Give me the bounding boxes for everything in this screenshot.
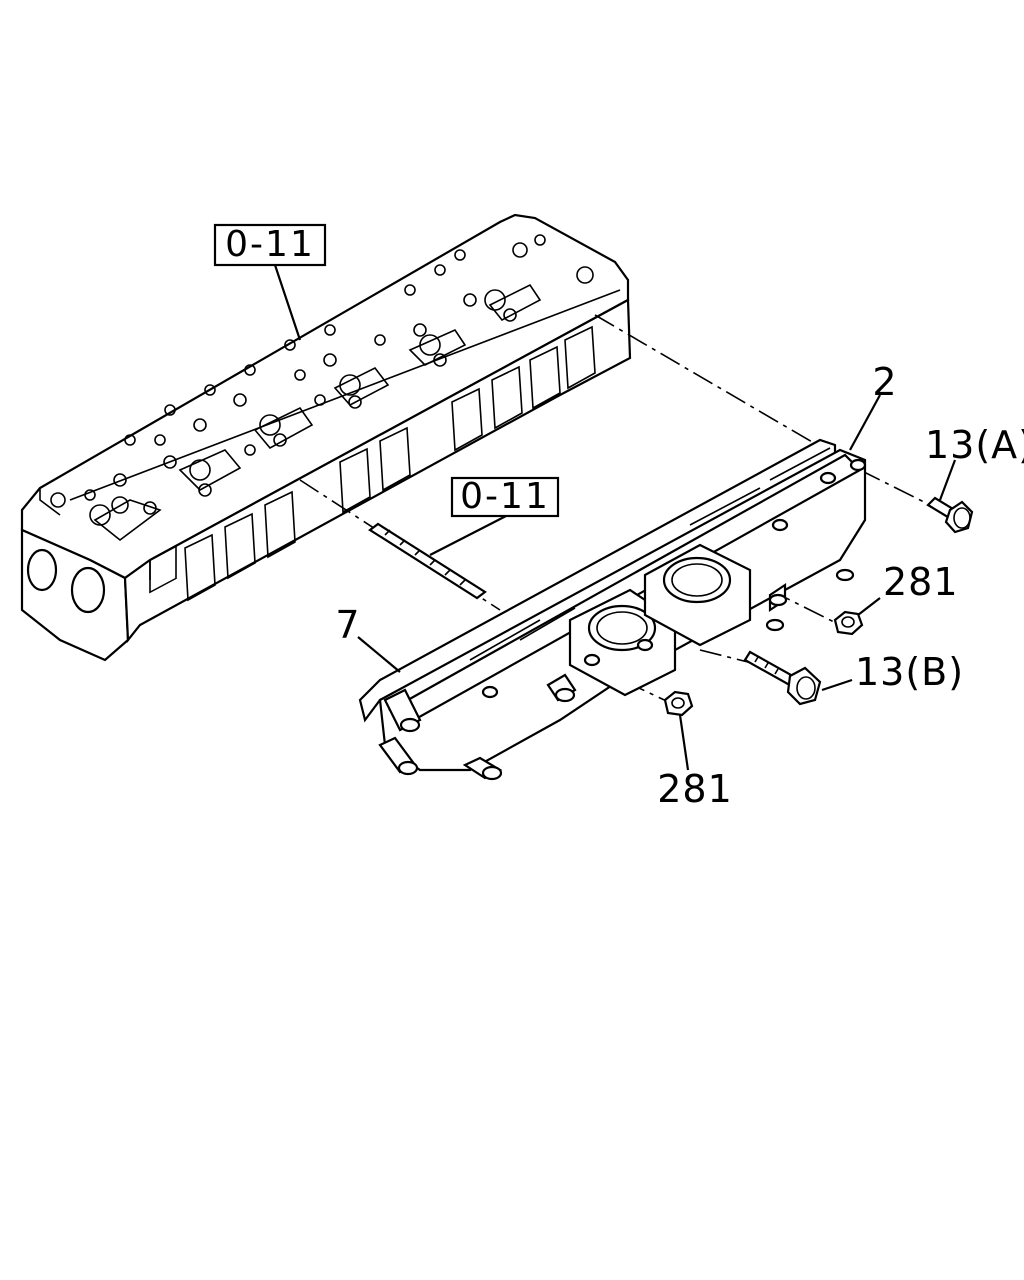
cylinder-head-leader [273,264,302,341]
cylinder-head-ref-label: 0-11 [225,224,315,265]
nut-right-leader [857,597,881,616]
manifold [378,447,867,781]
gasket [358,438,837,723]
callout-nut-right: 281 [883,560,959,604]
nut-bottom-leader [678,714,690,771]
stud-ref-label: 0-11 [460,476,550,517]
cylinder-head-ref-box: 0-11 [213,223,327,267]
nut-right [833,610,864,636]
callout-bolt-a: 13(A) [925,423,1024,467]
bolt-b-leader [821,678,853,692]
callout-bolt-b: 13(B) [855,650,964,694]
bolt-b [743,650,822,706]
nut-bottom [663,690,694,717]
cylinder-head [20,213,632,662]
stud-ref-box: 0-11 [450,476,560,518]
manifold-upper-leader [849,394,881,451]
callout-nut-bottom: 281 [657,767,733,811]
stud-bolt [368,522,487,600]
bolt-a-leader [938,459,957,501]
alignment-line-upper [594,314,861,471]
callout-gasket: 7 [335,603,360,647]
bolt-a [926,496,974,534]
callout-manifold-upper: 2 [872,360,897,404]
stud-leader [429,514,509,556]
gasket-leader [357,636,401,673]
